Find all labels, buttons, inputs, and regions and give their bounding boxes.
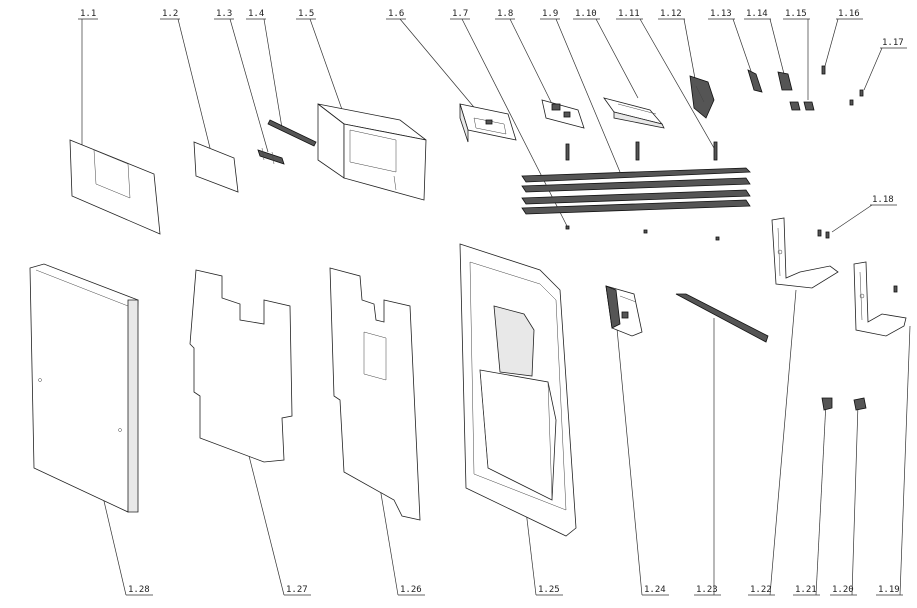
svg-text:1.7: 1.7	[452, 9, 468, 19]
svg-text:1.16: 1.16	[838, 9, 860, 19]
label-1-4: 1.4	[246, 9, 283, 129]
label-1-5: 1.5	[296, 9, 346, 119]
part-1-26-inner-panel	[329, 267, 421, 521]
svg-text:1.23: 1.23	[696, 585, 718, 595]
svg-text:1.18: 1.18	[872, 195, 894, 205]
label-1-23: 1.23	[694, 318, 721, 596]
svg-text:1.17: 1.17	[882, 38, 904, 48]
part-1-17-screws	[849, 89, 864, 106]
part-1-3-connector	[257, 147, 285, 165]
svg-text:1.5: 1.5	[298, 9, 314, 19]
label-1-7: 1.7	[450, 9, 569, 229]
label-1-11: 1.11	[616, 9, 715, 149]
label-1-15: 1.15	[783, 9, 810, 100]
part-1-12-latch	[689, 75, 715, 119]
part-1-9-rails	[521, 167, 751, 215]
label-1-3: 1.3	[214, 9, 269, 153]
svg-text:1.25: 1.25	[538, 585, 560, 595]
label-1-22: 1.22	[748, 289, 797, 596]
part-1-22-hinge	[771, 217, 839, 289]
part-1-25-inner-door	[459, 243, 577, 537]
screws-row	[565, 141, 720, 241]
svg-text:1.14: 1.14	[746, 9, 768, 19]
part-1-14-clip	[777, 71, 793, 91]
label-1-1: 1.1	[78, 9, 98, 162]
svg-text:1.12: 1.12	[660, 9, 682, 19]
label-1-9: 1.9	[540, 9, 621, 173]
svg-text:1.26: 1.26	[400, 585, 422, 595]
svg-text:1.6: 1.6	[388, 9, 404, 19]
part-1-2-plate	[193, 141, 239, 193]
label-1-19: 1.19	[876, 325, 911, 596]
part-1-20-pin	[853, 397, 867, 411]
svg-text:1.21: 1.21	[795, 585, 817, 595]
svg-text:1.3: 1.3	[216, 9, 232, 19]
part-1-15-clips	[789, 101, 815, 111]
svg-text:1.13: 1.13	[710, 9, 732, 19]
part-1-19-hinge	[853, 261, 907, 337]
svg-text:1.8: 1.8	[497, 9, 513, 19]
label-1-2: 1.2	[160, 9, 211, 149]
label-1-8: 1.8	[495, 9, 553, 105]
part-1-21-pin	[821, 397, 833, 411]
svg-text:1.1: 1.1	[80, 9, 96, 19]
label-1-20: 1.20	[830, 403, 859, 596]
svg-text:1.15: 1.15	[785, 9, 807, 19]
part-1-23-strip	[675, 293, 769, 343]
label-1-10: 1.10	[573, 9, 639, 99]
svg-text:1.28: 1.28	[128, 585, 150, 595]
part-1-18-screws	[817, 229, 898, 293]
label-1-17: 1.17	[863, 38, 907, 91]
part-1-4-strip	[267, 119, 317, 147]
label-1-13: 1.13	[708, 9, 753, 75]
svg-text:1.24: 1.24	[644, 585, 666, 595]
label-1-14: 1.14	[744, 9, 785, 75]
part-1-28-door-panel	[29, 263, 139, 513]
svg-text:1.20: 1.20	[832, 585, 854, 595]
part-1-6-control-module	[459, 103, 517, 143]
svg-text:1.11: 1.11	[618, 9, 640, 19]
part-1-27-insulation-panel	[189, 269, 293, 463]
part-1-24-latch-block	[605, 285, 643, 337]
part-1-16-screw	[821, 65, 826, 75]
svg-text:1.22: 1.22	[750, 585, 772, 595]
svg-text:1.10: 1.10	[575, 9, 597, 19]
part-1-10-button-module	[603, 97, 665, 129]
svg-text:1.2: 1.2	[162, 9, 178, 19]
svg-text:1.9: 1.9	[542, 9, 558, 19]
label-1-21: 1.21	[793, 401, 827, 596]
label-1-12: 1.12	[658, 9, 697, 85]
svg-text:1.4: 1.4	[248, 9, 264, 19]
label-1-24: 1.24	[615, 317, 669, 596]
part-1-8-circuit-board	[541, 99, 585, 129]
label-1-16: 1.16	[824, 9, 863, 67]
label-1-6: 1.6	[386, 9, 479, 113]
svg-text:1.27: 1.27	[286, 585, 308, 595]
svg-text:1.19: 1.19	[878, 585, 900, 595]
label-1-18: 1.18	[831, 195, 897, 233]
part-1-5-control-frame	[317, 103, 427, 201]
part-1-1-glass-panel	[69, 139, 161, 235]
part-1-13-clip	[747, 69, 763, 93]
